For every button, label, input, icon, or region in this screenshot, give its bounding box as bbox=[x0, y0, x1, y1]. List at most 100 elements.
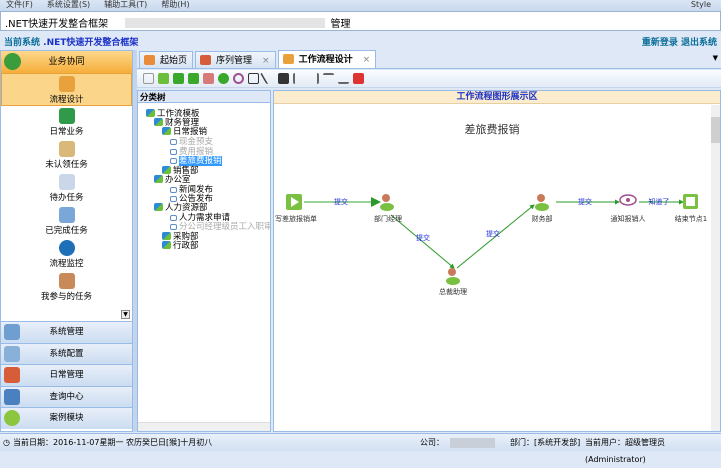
nav-item-monitor[interactable]: 流程监控 bbox=[1, 238, 132, 271]
accordion-label: 查询中心 bbox=[49, 391, 84, 402]
tab-label: 起始页 bbox=[160, 55, 188, 66]
tab-menu-icon[interactable]: ▼ bbox=[712, 54, 718, 62]
nav-item-unclaimed[interactable]: 未认领任务 bbox=[1, 139, 132, 172]
save-icon[interactable] bbox=[278, 73, 289, 84]
calendar-icon bbox=[200, 55, 212, 65]
splitter[interactable] bbox=[133, 50, 137, 432]
exit-icon[interactable] bbox=[353, 73, 364, 84]
accordion-system-manage[interactable]: 系统管理 bbox=[1, 321, 132, 343]
current-system-name: .NET快速开发整合框架 bbox=[43, 38, 139, 48]
tab-label: 工作流程设计 bbox=[298, 55, 353, 65]
subflow-icon[interactable] bbox=[248, 73, 259, 84]
department: 部门：[系统开发部] bbox=[510, 438, 581, 447]
menu-tools[interactable]: 辅助工具(T) bbox=[104, 0, 148, 9]
close-icon[interactable]: × bbox=[262, 55, 270, 66]
style-menu[interactable]: Style bbox=[690, 0, 711, 9]
config-icon bbox=[4, 345, 20, 362]
tree-node[interactable]: 销售部 bbox=[162, 164, 199, 176]
diagram-vscrollbar[interactable] bbox=[711, 105, 720, 431]
user-icon bbox=[535, 194, 549, 211]
menu-help[interactable]: 帮助(H) bbox=[161, 0, 190, 9]
nav-label: 已完成任务 bbox=[45, 226, 88, 236]
tree-node-selected[interactable]: 差旅费报销 bbox=[170, 154, 222, 166]
menu-bar: 文件(F) 系统设置(S) 辅助工具(T) 帮助(H) Style bbox=[0, 0, 721, 11]
tab-home[interactable]: 起始页 bbox=[139, 51, 194, 68]
tree-node[interactable]: 工作流模板 bbox=[146, 107, 200, 119]
calendar-icon bbox=[4, 367, 20, 383]
tree-node[interactable]: 日常报销 bbox=[162, 125, 207, 137]
tree-node[interactable]: 人力资源部 bbox=[154, 201, 208, 213]
edge-label: 知道了 bbox=[649, 197, 670, 206]
pointer-icon[interactable] bbox=[143, 73, 154, 84]
task-node-icon[interactable] bbox=[203, 73, 214, 84]
nav-label: 日常业务 bbox=[49, 127, 84, 137]
start-node-icon[interactable] bbox=[173, 73, 184, 84]
blurred-region bbox=[125, 18, 326, 28]
align-top-icon[interactable] bbox=[323, 73, 334, 84]
tree-node[interactable]: 财务管理 bbox=[154, 116, 199, 128]
accordion-label: 系统管理 bbox=[49, 327, 84, 337]
tree-node[interactable]: 分公司经理级员工入职审批 bbox=[170, 220, 270, 232]
node-label: 部门经理 bbox=[374, 214, 402, 223]
tree-node[interactable]: 新闻发布 bbox=[170, 183, 213, 195]
tree-node[interactable]: 行政部 bbox=[162, 239, 199, 251]
accordion-system-config[interactable]: 系统配置 bbox=[1, 342, 132, 364]
accordion-case-module[interactable]: 案例模块 bbox=[1, 407, 132, 429]
accordion-query-center[interactable]: 查询中心 bbox=[1, 385, 132, 407]
flow-design-icon bbox=[58, 76, 75, 92]
tree-hscrollbar[interactable] bbox=[138, 422, 270, 431]
nav-scroll-area: ▼ bbox=[1, 304, 132, 321]
nav-item-done[interactable]: 已完成任务 bbox=[1, 205, 132, 238]
workflow-icon bbox=[282, 54, 294, 64]
tree-node[interactable]: 办公室 bbox=[154, 173, 191, 185]
tree-node[interactable]: 费用报销 bbox=[170, 145, 213, 157]
clock-icon: ◷ bbox=[3, 438, 10, 447]
relogin-link[interactable]: 重新登录 bbox=[641, 38, 678, 48]
menu-settings[interactable]: 系统设置(S) bbox=[46, 0, 91, 9]
node-label: 财务部 bbox=[532, 214, 553, 223]
notify-icon[interactable] bbox=[233, 73, 244, 84]
tree-node[interactable]: 现金预支 bbox=[170, 135, 213, 147]
node-label: 总裁助理 bbox=[439, 287, 467, 296]
nav-item-daily[interactable]: 日常业务 bbox=[1, 106, 132, 139]
align-bottom-icon[interactable] bbox=[338, 73, 349, 84]
node-label: 写差旅报销单 bbox=[275, 214, 317, 223]
end-node-icon[interactable] bbox=[188, 73, 199, 84]
line-icon[interactable] bbox=[259, 73, 278, 84]
title-bar: .NET快速开发整合框架 管理 bbox=[0, 11, 721, 31]
nav-item-involved[interactable]: 我参与的任务 bbox=[1, 271, 132, 304]
fork-icon[interactable] bbox=[218, 73, 229, 84]
edge-line bbox=[456, 204, 535, 269]
nav-item-flow-design[interactable]: 流程设计 bbox=[1, 73, 132, 106]
current-system-label: 当前系统 bbox=[4, 38, 41, 48]
nav-header[interactable]: 业务协同 bbox=[1, 51, 132, 73]
align-right-icon[interactable] bbox=[308, 73, 319, 84]
tab-workflow-design[interactable]: 工作流程设计 × bbox=[277, 50, 377, 68]
logout-link[interactable]: 退出系统 bbox=[680, 38, 717, 48]
diagram-title: 差旅费报销 bbox=[464, 123, 520, 136]
align-left-icon[interactable] bbox=[293, 73, 304, 84]
left-nav: 业务协同 流程设计 日常业务 未认领任务 待办任务 已完成任务 流程监控 我参与… bbox=[0, 50, 133, 432]
accordion-daily-manage[interactable]: 日常管理 bbox=[1, 364, 132, 386]
nav-label: 未认领任务 bbox=[45, 160, 88, 170]
tree-node[interactable]: 采购部 bbox=[162, 230, 199, 242]
menu-file[interactable]: 文件(F) bbox=[6, 0, 33, 9]
users-icon bbox=[58, 273, 75, 289]
toolbar bbox=[137, 70, 721, 88]
company-label: 公司： bbox=[420, 438, 444, 447]
home-icon bbox=[144, 55, 155, 65]
tree-node[interactable]: 公告发布 bbox=[170, 192, 213, 204]
nav-item-todo[interactable]: 待办任务 bbox=[1, 172, 132, 205]
accordion-label: 系统配置 bbox=[49, 348, 84, 359]
workflow-canvas: 写差旅报销单 部门经理 总裁助理 财务部 通知报销人 结束节点1 提交 提交 提… bbox=[275, 194, 707, 296]
lock-icon[interactable] bbox=[158, 73, 169, 84]
close-icon[interactable]: × bbox=[362, 55, 371, 65]
wrench-icon bbox=[4, 324, 20, 340]
eye-icon bbox=[58, 240, 75, 256]
tree-node[interactable]: 人力需求申请 bbox=[170, 211, 230, 223]
scroll-down-button[interactable]: ▼ bbox=[121, 310, 130, 319]
module-icon bbox=[4, 410, 20, 426]
user-icon bbox=[380, 194, 394, 211]
nav-label: 流程监控 bbox=[49, 259, 84, 269]
tab-sequence[interactable]: 序列管理× bbox=[195, 51, 276, 68]
